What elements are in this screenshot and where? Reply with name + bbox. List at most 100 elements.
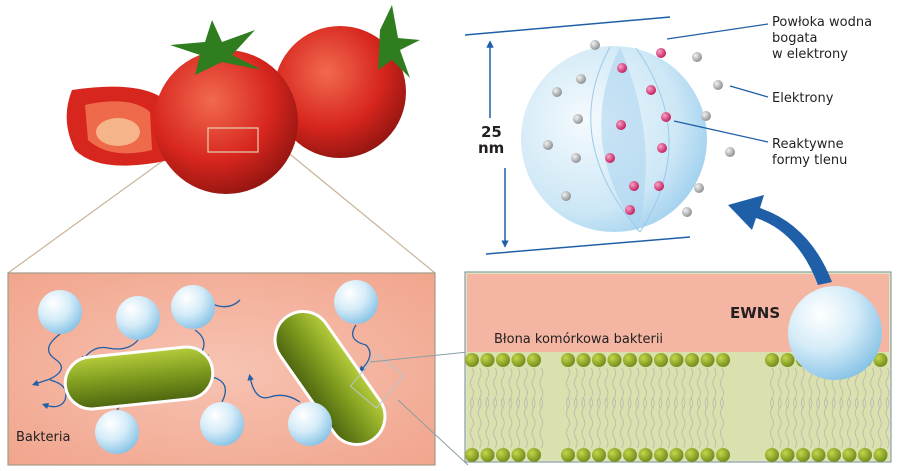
electron-dot (573, 114, 583, 124)
electron-dot (682, 207, 692, 217)
lipid-head (873, 448, 888, 462)
tomato-right (274, 26, 406, 158)
lipid-tail (643, 367, 647, 449)
lipid-head (561, 448, 575, 462)
ros-dot (661, 112, 671, 122)
lipid-head (496, 448, 510, 462)
lipid-tail (508, 367, 513, 449)
lipid-head (700, 353, 715, 367)
bacterium-rod (273, 309, 387, 447)
zoom-region-marker (349, 353, 405, 409)
ewns-particle (334, 280, 378, 324)
shell-label-1: Powłoka wodna (772, 15, 872, 30)
lipid-tail (785, 367, 790, 449)
lipid-tail (524, 367, 528, 449)
lipid-tail (720, 367, 724, 449)
ewns-particle (116, 296, 160, 340)
ros-dot (657, 143, 667, 153)
lipid-head (496, 353, 510, 367)
ros-label-1: Reaktywne (772, 137, 844, 152)
bacterium-rod (63, 345, 215, 411)
lipid-head (765, 448, 779, 462)
size-unit: nm (478, 139, 504, 157)
lipid-tail (635, 367, 640, 449)
lipid-head (796, 448, 810, 462)
trajectory-line (352, 324, 371, 373)
electrons-label: Elektrony (772, 91, 834, 106)
size-value: 25 (481, 123, 502, 141)
lipid-tail (581, 367, 586, 449)
bacteria-label: Bakteria (16, 430, 70, 445)
lipid-tail (658, 367, 663, 449)
lipid-head (685, 448, 699, 462)
lipid-head (811, 448, 826, 462)
lipid-tail (800, 367, 805, 449)
shell-label-3: w elektrony (772, 47, 848, 62)
lipid-head (480, 353, 495, 367)
lipid-tail (854, 367, 859, 449)
membrane-panel: EWNS Błona komórkowa bakterii (464, 271, 892, 463)
lipid-head (858, 448, 872, 462)
lipid-head (638, 353, 653, 367)
lipid-tail (877, 367, 882, 449)
lipid-head (654, 353, 668, 367)
lipid-tail (627, 367, 632, 449)
lipid-head (623, 448, 637, 462)
ros-dot (646, 85, 656, 95)
lipid-head (465, 448, 479, 462)
ros-dot (605, 153, 615, 163)
lipid-tail (516, 367, 521, 449)
electron-dot (543, 140, 553, 150)
lipid-tail (477, 367, 482, 449)
lipid-head (685, 353, 699, 367)
lipid-head (480, 448, 495, 462)
ros-label-2: formy tlenu (772, 153, 847, 168)
lipid-head (465, 353, 479, 367)
lipid-tail (596, 367, 601, 449)
electron-dot (694, 183, 704, 193)
lipid-head (511, 353, 526, 367)
lipid-tail (704, 367, 709, 449)
ewns-particle (38, 290, 82, 334)
trajectory-line (247, 373, 301, 403)
ewns-particle-large (788, 286, 882, 380)
electron-dot (552, 87, 562, 97)
lipid-tail (689, 367, 694, 449)
lipid-tail (485, 367, 490, 449)
curved-arrow-icon (728, 195, 832, 285)
lipid-tail (531, 367, 536, 449)
trajectory-line (81, 339, 139, 363)
lipid-tail (673, 367, 678, 449)
lipid-tail (681, 367, 686, 449)
ros-dot (617, 63, 627, 73)
ros-dot (656, 48, 666, 58)
lipid-head (842, 448, 857, 462)
ewns-particle (95, 410, 139, 454)
lipid-tail (573, 367, 578, 449)
lipid-head (561, 353, 575, 367)
lipid-head (716, 353, 730, 367)
lipid-head (765, 353, 779, 367)
lipid-tail (862, 367, 867, 449)
lipid-head (576, 448, 591, 462)
lipid-tail (793, 367, 797, 449)
zoom-region-marker (207, 127, 259, 153)
ewns-particles (38, 280, 378, 454)
lipid-tail (870, 367, 874, 449)
ros-dot (616, 120, 626, 130)
lipid-tail (712, 367, 717, 449)
ewns-label: EWNS (730, 304, 780, 322)
lipid-tail (604, 367, 609, 449)
bacteria-panel: Bakteria (7, 272, 436, 466)
lipid-head (592, 448, 606, 462)
trajectory-line (41, 379, 67, 410)
lipid-tail (697, 367, 701, 449)
lipid-head (511, 448, 526, 462)
lipid-head (827, 448, 841, 462)
lipid-head (638, 448, 653, 462)
lipid-head (716, 448, 730, 462)
lipid-tail (589, 367, 593, 449)
electron-dot (561, 191, 571, 201)
lipid-tail (470, 367, 474, 449)
ros-dot (629, 181, 639, 191)
